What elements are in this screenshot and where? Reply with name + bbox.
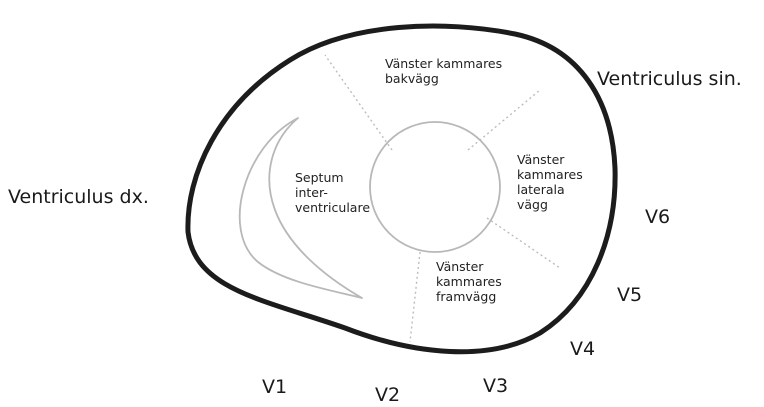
outer-heart-outline bbox=[185, 23, 618, 355]
lead-v5-label: V5 bbox=[617, 284, 643, 306]
left-ventricle-cavity bbox=[369, 121, 501, 253]
lead-v2-label: V2 bbox=[375, 384, 401, 406]
ventriculus-dx-label: Ventriculus dx. bbox=[8, 186, 149, 208]
septum-label: Septum inter- ventriculare bbox=[295, 170, 371, 215]
divider-lower-left bbox=[409, 251, 421, 343]
lead-v3-label: V3 bbox=[483, 375, 509, 397]
bakvagg-label: Vänster kammares bakvägg bbox=[385, 56, 503, 86]
lead-v4-label: V4 bbox=[570, 338, 596, 360]
divider-upper-left bbox=[324, 54, 393, 151]
right-ventricle-crescent bbox=[238, 117, 363, 299]
laterala-vagg-label: Vänster kammares laterala vägg bbox=[517, 152, 583, 212]
lead-v1-label: V1 bbox=[262, 376, 288, 398]
divider-upper-right bbox=[467, 89, 541, 151]
lead-v6-label: V6 bbox=[645, 206, 671, 228]
framvagg-label: Vänster kammares framvägg bbox=[436, 259, 502, 304]
ventriculus-sin-label: Ventriculus sin. bbox=[597, 68, 742, 90]
